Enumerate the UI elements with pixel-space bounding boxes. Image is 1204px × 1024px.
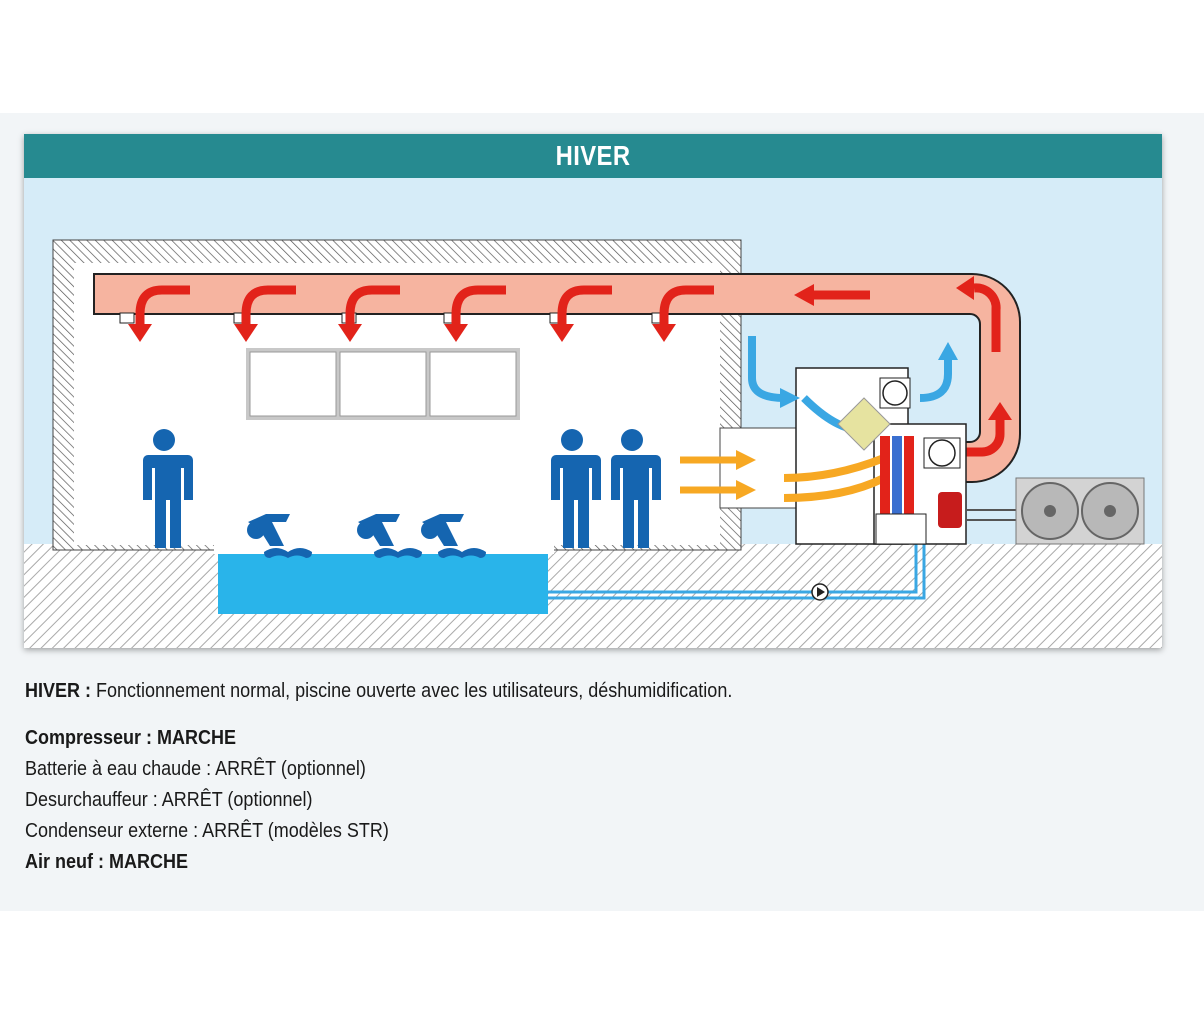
diagram-title: HIVER (555, 140, 631, 171)
status-hot-water-coil: Batterie à eau chaude : ARRÊT (optionnel… (25, 758, 366, 780)
ground-hatch (24, 544, 1162, 648)
status-fresh-air: Air neuf : MARCHE (25, 851, 188, 873)
outdoor-condenser (1015, 477, 1145, 545)
status-external-condenser: Condenseur externe : ARRÊT (modèles STR) (25, 820, 389, 842)
status-compressor: Compresseur : MARCHE (25, 727, 237, 749)
pump-icon (811, 583, 829, 601)
caption-summary: HIVER : Fonctionnement normal, piscine o… (25, 676, 1060, 707)
hvac-scene (24, 239, 1162, 648)
pool-water-pipe (548, 534, 926, 600)
diagram-card: HIVER (24, 134, 1162, 648)
title-bar: HIVER (24, 134, 1162, 178)
caption: HIVER : Fonctionnement normal, piscine o… (25, 676, 1175, 878)
refrigerant-lines (966, 509, 1016, 521)
caption-summary-text: Fonctionnement normal, piscine ouverte a… (91, 680, 733, 702)
fresh-air-arrows (680, 450, 756, 500)
supply-duct (93, 273, 1021, 483)
hot-air-arrows (128, 276, 1012, 457)
air-handling-unit (783, 367, 967, 545)
cold-air-arrows (748, 336, 958, 408)
pool-water (218, 554, 548, 614)
window (246, 348, 520, 420)
status-desuperheater: Desurchauffeur : ARRÊT (optionnel) (25, 789, 313, 811)
compressor-icon (938, 492, 962, 528)
caption-season-label: HIVER : (25, 680, 92, 702)
